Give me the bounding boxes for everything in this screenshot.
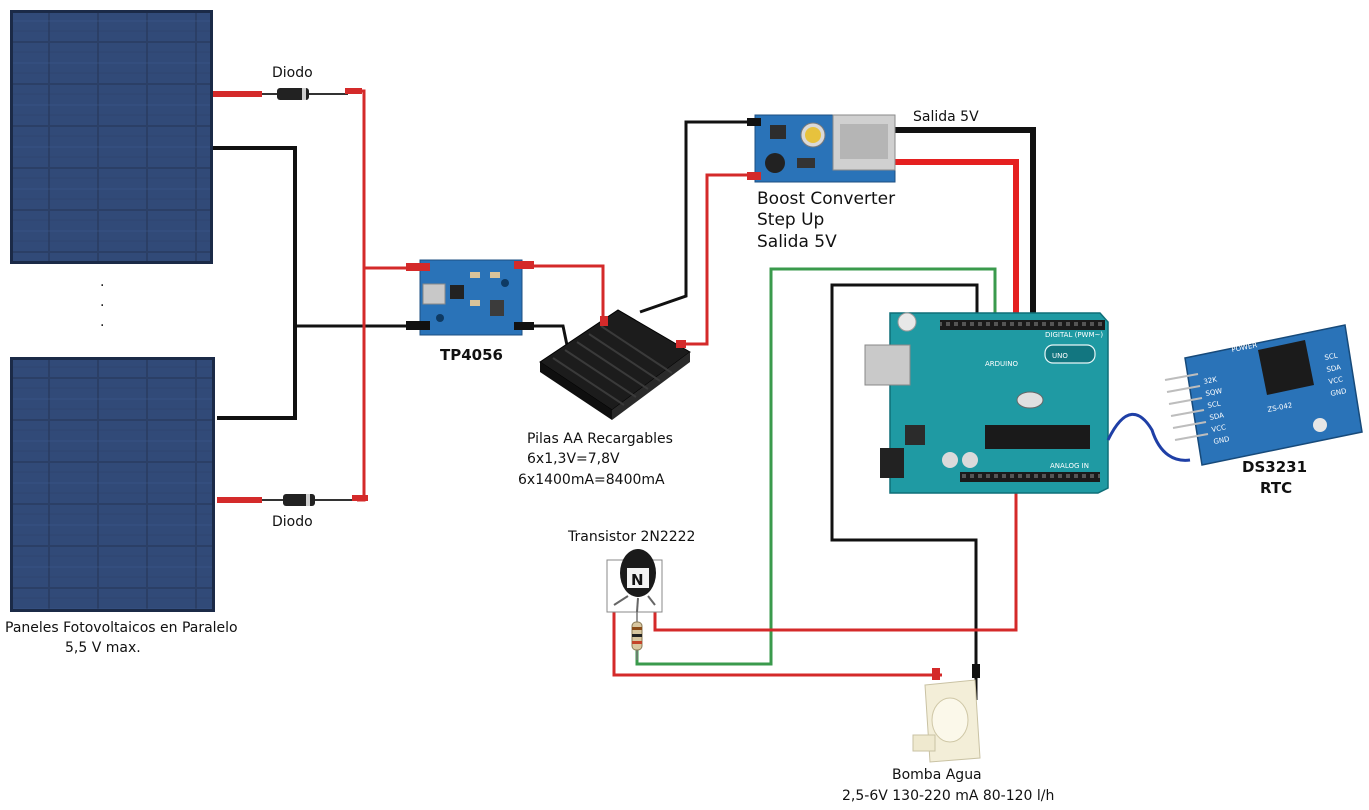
svg-text:32K: 32K [1203,375,1218,386]
tp4056-board [406,259,534,336]
rtc-ds3231-board: ZS-042 POWER 32K SQW SCL SDA VCC GND SCL… [1164,324,1363,466]
label-boost-line1: Boost Converter [757,189,895,209]
svg-text:·: · [100,278,104,294]
wire-black-battery-boost [639,120,755,314]
label-transistor: Transistor 2N2222 [567,529,695,545]
wire-black-panels [213,146,297,420]
svg-text:UNO: UNO [1052,352,1068,360]
water-pump [912,664,981,763]
svg-text:·: · [100,298,104,314]
label-batteries-line3: 6x1400mA=8400mA [518,472,665,488]
rtc-pins-right: SCL SDA VCC GND [1324,352,1347,398]
label-output-5v: Salida 5V [913,109,979,125]
svg-text:VCC: VCC [1211,423,1227,434]
svg-text:·: · [100,318,104,334]
boost-converter-board [747,114,896,183]
arduino-uno-board: UNO ARDUINO DIGITAL (PWM~) ANALOG IN [864,312,1109,494]
label-batteries-line1: Pilas AA Recargables [527,431,673,447]
svg-text:ANALOG IN: ANALOG IN [1050,462,1089,470]
wire-red-diodes [213,88,415,503]
svg-text:SDA: SDA [1209,411,1225,422]
label-pump-line1: Bomba Agua [892,767,982,783]
svg-text:GND: GND [1330,387,1347,398]
diode-bottom [283,494,315,506]
wire-green-control [635,267,997,666]
svg-text:SQW: SQW [1205,387,1223,398]
battery-holder [539,309,691,420]
svg-text:DIGITAL (PWM~): DIGITAL (PWM~) [1045,331,1103,339]
label-rtc-line1: DS3231 [1242,458,1307,476]
svg-text:SCL: SCL [1207,400,1222,410]
label-boost-line2: Step Up [757,210,824,230]
label-panels-line1: Paneles Fotovoltaicos en Paralelo [5,620,238,636]
svg-text:VCC: VCC [1328,375,1344,386]
label-pump-line2: 2,5-6V 130-220 mA 80-120 l/h [842,788,1054,804]
panel-ellipsis: · · · [100,278,104,334]
svg-text:GND: GND [1213,435,1230,446]
label-boost-line3: Salida 5V [757,232,837,252]
wire-red-tp4056-battery [520,264,605,320]
diode-top [277,88,309,100]
label-diode-top: Diodo [272,65,313,81]
svg-text:SCL: SCL [1324,352,1339,362]
svg-text:N: N [631,571,644,589]
solar-panel-top [10,10,213,264]
solar-panel-bottom [10,357,215,612]
label-panels-line2: 5,5 V max. [65,640,141,656]
transistor-2n2222: N [606,549,663,613]
wire-black-tp4056-battery [520,324,570,351]
wire-red-pump [612,600,942,677]
wire-blue-i2c [1106,412,1191,462]
wire-red-battery-boost [680,173,755,346]
label-rtc-line2: RTC [1260,479,1292,497]
rtc-pins-left: 32K SQW SCL SDA VCC GND [1203,375,1230,446]
svg-text:SDA: SDA [1326,363,1342,374]
label-tp4056: TP4056 [440,346,503,364]
wire-black-ground-pump [830,283,979,700]
resistor [631,612,643,660]
label-diode-bottom: Diodo [272,514,313,530]
wire-red-transistor [653,492,1018,632]
svg-text:ARDUINO: ARDUINO [985,360,1018,368]
label-batteries-line2: 6x1,3V=7,8V [527,451,620,467]
